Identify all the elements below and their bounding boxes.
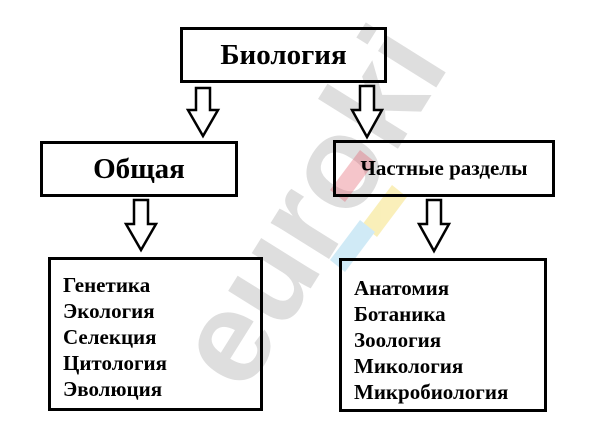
root-label: Биология <box>220 38 347 71</box>
list-item: Микология <box>354 354 464 378</box>
arrow-general-to-list <box>123 198 159 253</box>
arrow-root-to-special <box>349 84 385 140</box>
list-item: Генетика <box>63 273 151 297</box>
list-item: Эволюция <box>63 377 163 401</box>
list-item: Экология <box>63 299 155 323</box>
list-item: Зоология <box>354 328 442 352</box>
general-label: Общая <box>93 152 185 185</box>
general-list: Генетика Экология Селекция Цитология Эво… <box>63 272 167 402</box>
arrow-special-to-list <box>416 198 452 254</box>
special-box: Частные разделы <box>333 140 555 197</box>
list-item: Анатомия <box>354 276 450 300</box>
list-item: Ботаника <box>354 302 446 326</box>
special-list: Анатомия Ботаника Зоология Микология Мик… <box>354 275 508 405</box>
special-list-box: Анатомия Ботаника Зоология Микология Мик… <box>339 258 547 412</box>
arrow-root-to-general <box>185 86 221 139</box>
list-item: Микробиология <box>354 380 509 404</box>
special-label: Частные разделы <box>360 156 528 180</box>
root-box: Биология <box>180 27 387 83</box>
general-list-box: Генетика Экология Селекция Цитология Эво… <box>48 257 263 411</box>
list-item: Цитология <box>63 351 167 375</box>
general-box: Общая <box>40 141 238 197</box>
list-item: Селекция <box>63 325 157 349</box>
